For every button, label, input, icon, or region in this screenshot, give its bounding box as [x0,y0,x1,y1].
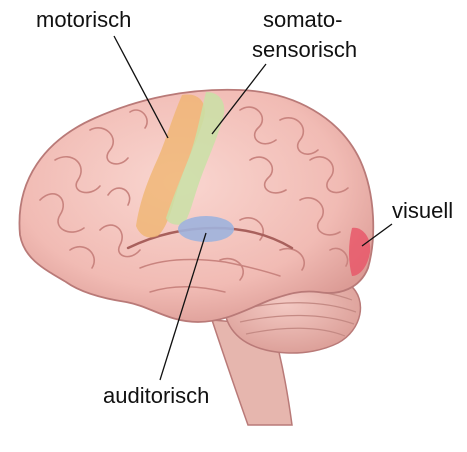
somato-leader [211,63,267,135]
motor-area [136,94,205,238]
motor-leader [113,35,169,139]
temporal-folds [139,258,281,293]
label-visual: visuell [392,198,454,223]
visual-area [349,227,371,276]
visual-leader [361,223,393,247]
cerebrum [18,88,375,323]
auditory-leader [159,232,207,381]
auditory-area [178,216,234,242]
somatosensory-area [166,92,225,225]
label-somatosensory-line2: sensorisch [252,37,358,62]
label-auditory: auditorisch [103,383,210,408]
label-somatosensory-line1: somato- [263,7,343,32]
label-motor: motorisch [36,7,132,32]
leader-lines [113,35,393,381]
cortex-folds [39,106,349,281]
